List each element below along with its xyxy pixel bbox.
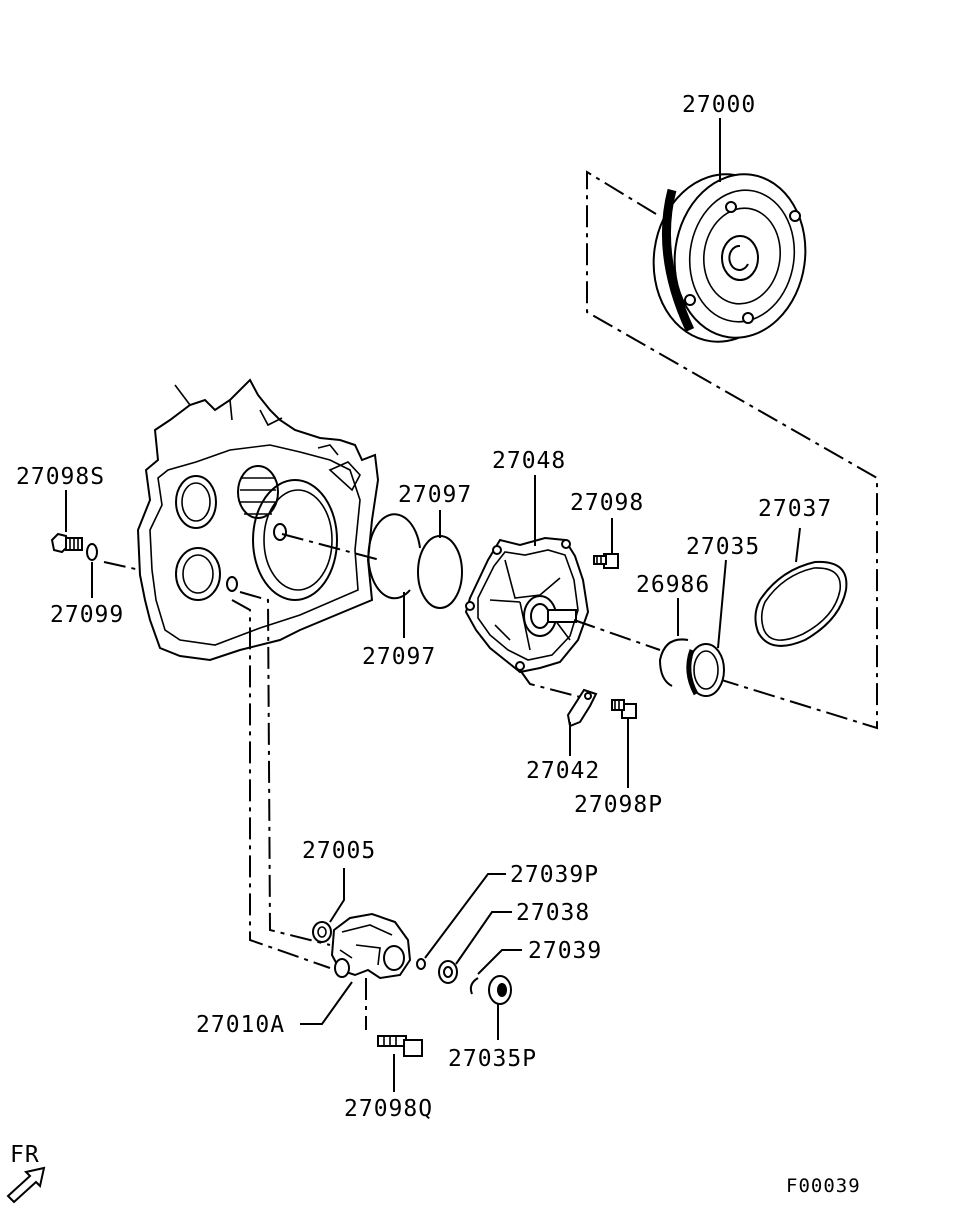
label-27038[interactable]: 27038	[516, 900, 590, 926]
ring-27039P[interactable]	[416, 958, 426, 970]
label-27098Q[interactable]: 27098Q	[344, 1096, 433, 1122]
orientation-label: FR	[10, 1142, 40, 1168]
o-ring-27097-b[interactable]	[417, 535, 463, 609]
label-27098[interactable]: 27098	[570, 490, 644, 516]
label-27010A[interactable]: 27010A	[196, 1012, 285, 1038]
label-27098P[interactable]: 27098P	[574, 792, 663, 818]
bolt-27098Q[interactable]	[377, 1035, 423, 1057]
bracket-27042[interactable]	[566, 688, 598, 728]
pump-body-27010A[interactable]	[330, 912, 412, 980]
washer-27099[interactable]	[86, 543, 98, 561]
label-27099[interactable]: 27099	[50, 602, 124, 628]
o-ring-27097-a[interactable]	[367, 513, 421, 600]
label-27000[interactable]: 27000	[682, 92, 756, 118]
bolt-27098[interactable]	[593, 553, 619, 569]
label-27035[interactable]: 27035	[686, 534, 760, 560]
bolt-27098S[interactable]	[50, 532, 83, 554]
label-27097-upper[interactable]: 27097	[398, 482, 472, 508]
washer-27005[interactable]	[312, 921, 332, 943]
bolt-27098P[interactable]	[611, 699, 637, 719]
label-27005[interactable]: 27005	[302, 838, 376, 864]
figure-code: F00039	[786, 1175, 861, 1197]
snap-ring-27039[interactable]	[469, 977, 479, 995]
label-27097-lower[interactable]: 27097	[362, 644, 436, 670]
seal-27035P[interactable]	[488, 975, 512, 1005]
label-27035P[interactable]: 27035P	[448, 1046, 537, 1072]
label-26986[interactable]: 26986	[636, 572, 710, 598]
transaxle-case[interactable]	[136, 378, 380, 662]
oil-seal-27035[interactable]	[686, 643, 725, 697]
label-27039P[interactable]: 27039P	[510, 862, 599, 888]
label-27098S[interactable]: 27098S	[16, 464, 105, 490]
gasket-27037[interactable]	[754, 560, 848, 647]
oil-pump-housing[interactable]	[464, 536, 590, 674]
collar-27038[interactable]	[438, 960, 458, 984]
label-27039[interactable]: 27039	[528, 938, 602, 964]
torque-converter[interactable]	[643, 165, 816, 350]
arrow-icon	[6, 1166, 46, 1204]
label-27042[interactable]: 27042	[526, 758, 600, 784]
snap-ring-26986[interactable]	[658, 638, 689, 687]
label-27048[interactable]: 27048	[492, 448, 566, 474]
label-27037[interactable]: 27037	[758, 496, 832, 522]
